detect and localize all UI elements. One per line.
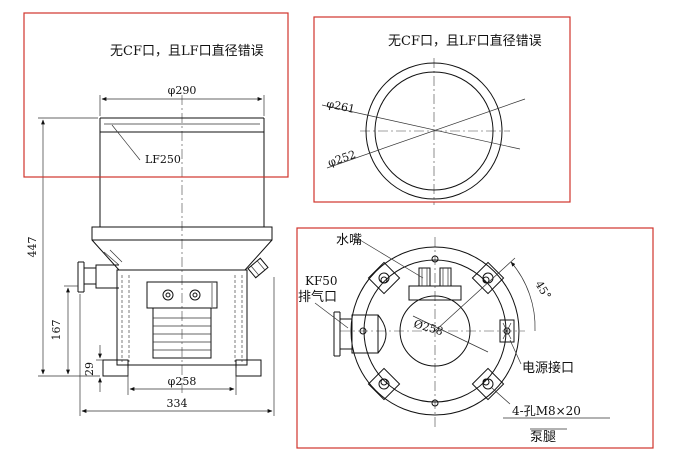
label-kf50: KF50 — [305, 274, 338, 288]
dim-top-diameter: φ290 — [168, 84, 197, 97]
flange-detail: φ261 φ252 — [321, 58, 526, 205]
label-exhaust: 排气口 — [298, 289, 337, 305]
annotation-boxes: 无CF口，且LF口直径错误 无CF口，且LF口直径错误 — [23, 12, 654, 449]
dim-total-height: 447 — [26, 237, 39, 258]
label-water-nozzle: 水嘴 — [336, 233, 362, 248]
dim-foot-height: 29 — [83, 362, 96, 376]
label-power-port: 电源接口 — [522, 360, 574, 376]
dim-outer-diameter: φ261 — [325, 97, 356, 116]
pump-leg-pads — [367, 261, 505, 401]
annotation-note-right: 无CF口，且LF口直径错误 — [388, 34, 542, 49]
label-holes: 4-孔M8×20 — [512, 404, 581, 418]
angle-45: 45° — [532, 278, 553, 301]
annotation-note-left: 无CF口，且LF口直径错误 — [110, 44, 264, 59]
dim-lower-height: 167 — [50, 320, 63, 341]
annotation-box-front — [23, 12, 289, 178]
front-view — [77, 95, 273, 395]
annotation-box-bottom — [296, 227, 654, 449]
front-view-dimensions: φ290 LF250 447 167 29 φ258 334 — [26, 84, 275, 416]
annotation-box-flange — [313, 16, 571, 203]
dim-total-width: 334 — [167, 397, 188, 410]
bottom-view — [333, 237, 525, 430]
label-legs: 泵腿 — [530, 430, 556, 445]
dim-base-diameter: φ258 — [168, 375, 197, 388]
label-lf250: LF250 — [145, 153, 181, 166]
bottom-view-labels: Ø258 45° 水嘴 KF50 排气口 电源接口 4-孔M8×20 泵腿 — [298, 233, 610, 445]
dim-bolt-circle: Ø258 — [412, 317, 444, 338]
dim-inner-diameter: φ252 — [326, 148, 357, 170]
